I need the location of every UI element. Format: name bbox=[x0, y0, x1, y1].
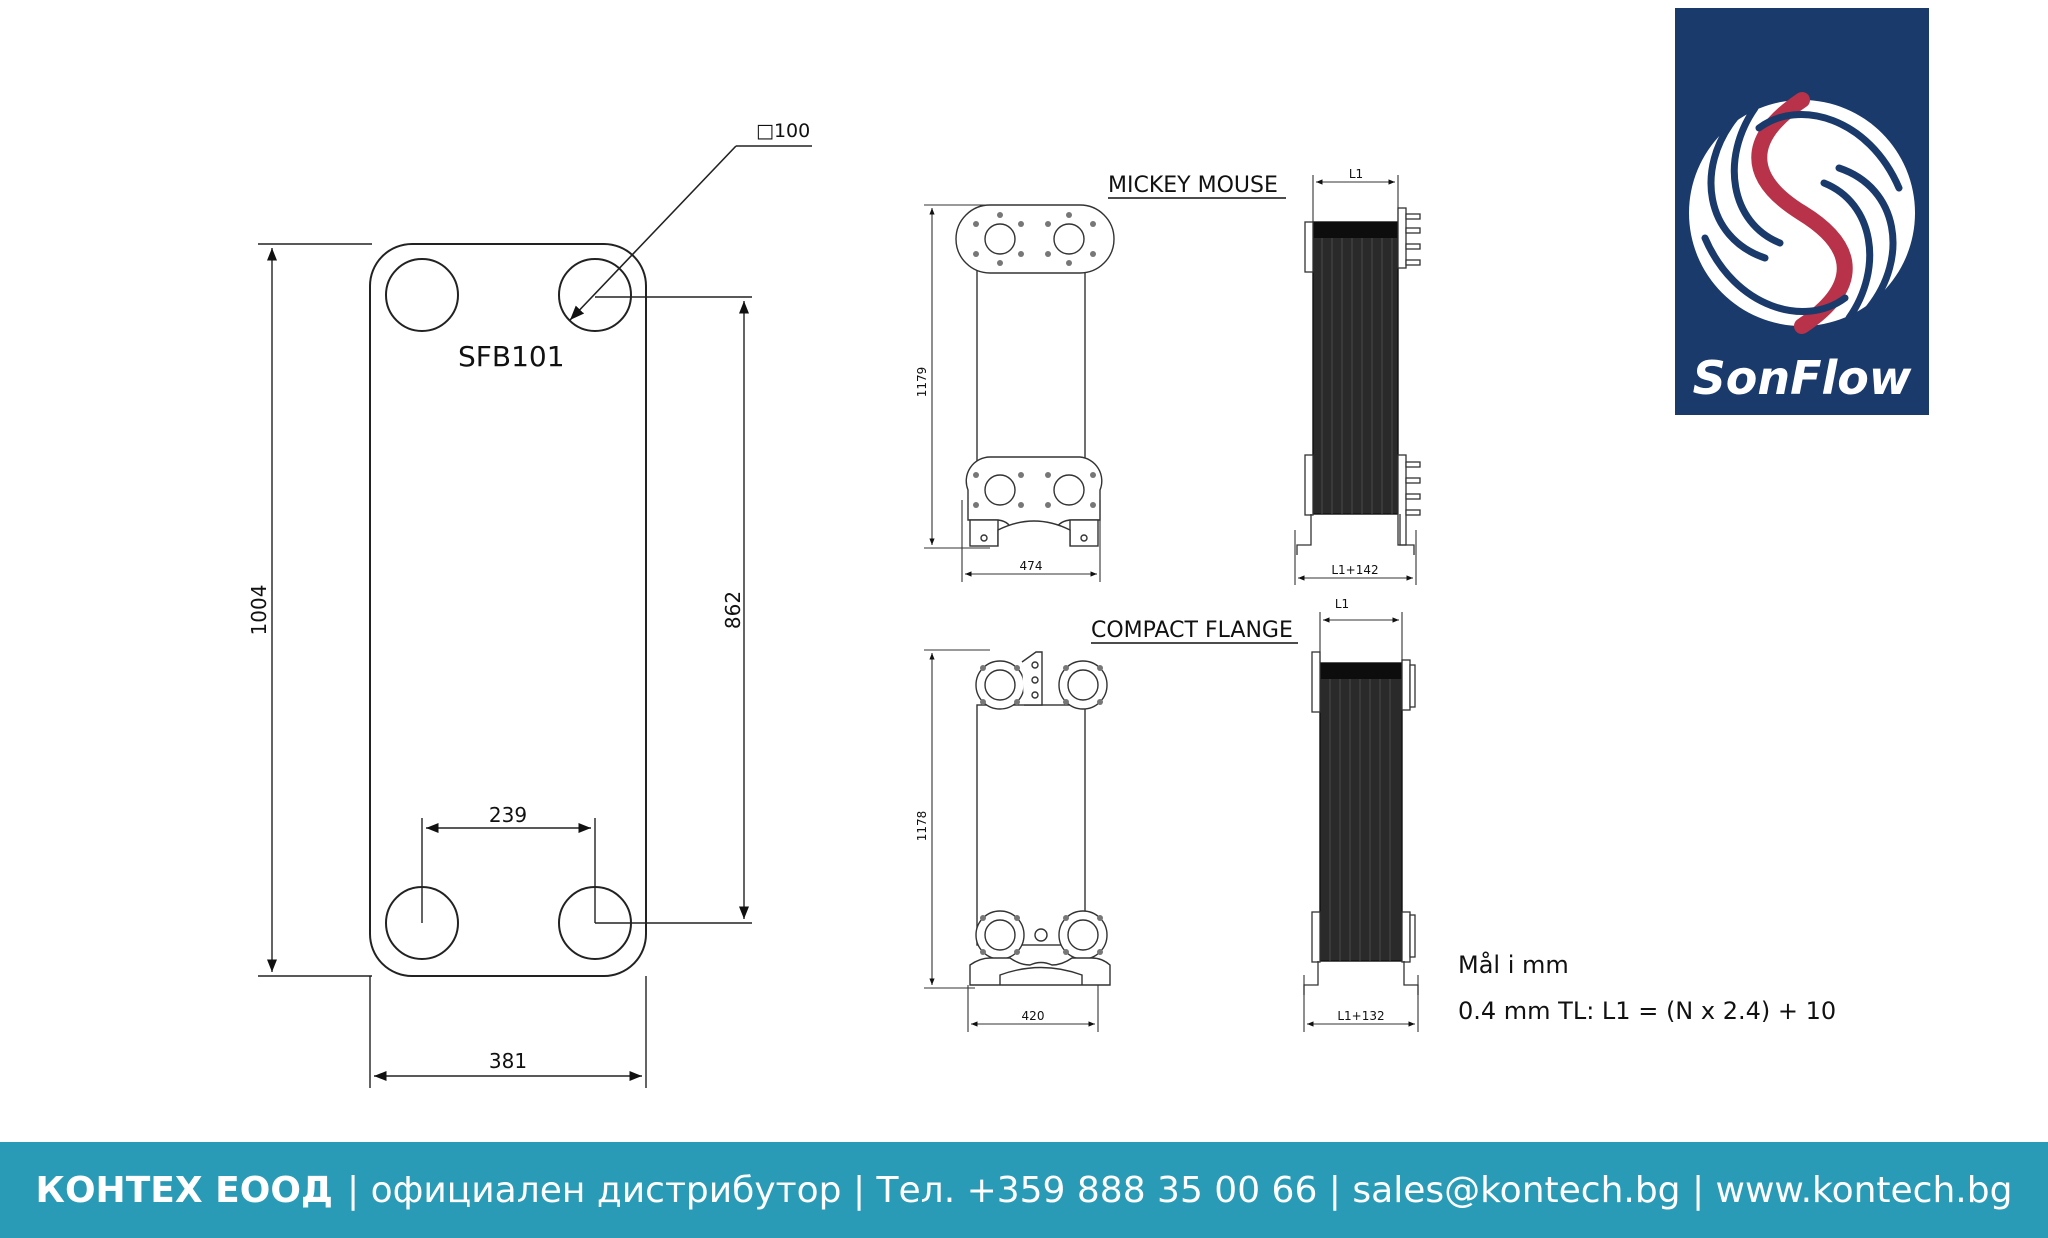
dim-port-horizontal bbox=[421, 818, 596, 923]
mickey-side-view bbox=[1296, 207, 1421, 555]
dim-plate-height bbox=[258, 243, 372, 977]
dim-plate-width bbox=[369, 976, 647, 1088]
compact-width-value: 420 bbox=[1022, 1009, 1045, 1023]
dim-mickey-height bbox=[924, 204, 990, 549]
port-vertical-value: 862 bbox=[721, 591, 745, 629]
port-size-label: □100 bbox=[756, 120, 810, 142]
dim-mickey-width bbox=[961, 500, 1101, 582]
dim-mickey-l1 bbox=[1312, 175, 1399, 222]
mickey-depth-label: L1+142 bbox=[1331, 563, 1378, 577]
mickey-l1-label: L1 bbox=[1349, 167, 1363, 181]
compact-height-value: 1178 bbox=[915, 811, 929, 842]
mickey-width-value: 474 bbox=[1020, 559, 1043, 573]
port-top-left bbox=[385, 258, 459, 332]
compact-depth-label: L1+132 bbox=[1337, 1009, 1384, 1023]
compact-l1-label: L1 bbox=[1335, 597, 1349, 611]
dim-mickey-depth bbox=[1294, 530, 1417, 585]
plate-outline bbox=[369, 243, 647, 977]
dim-compact-height bbox=[924, 649, 990, 989]
formula-note: 0.4 mm TL: L1 = (N x 2.4) + 10 bbox=[1458, 997, 1836, 1025]
footer-bar: КОНТЕХ ЕООД | официален дистрибутор | Те… bbox=[0, 1142, 2048, 1238]
plate-height-value: 1004 bbox=[247, 585, 271, 636]
plate-width-value: 381 bbox=[489, 1049, 527, 1073]
footer-company: КОНТЕХ ЕООД bbox=[35, 1169, 333, 1211]
units-note: Mål i mm bbox=[1458, 950, 1569, 979]
plate-model-label: SFB101 bbox=[458, 340, 565, 373]
port-horizontal-value: 239 bbox=[489, 803, 527, 827]
port-top-right bbox=[558, 258, 632, 332]
mickey-front-view bbox=[955, 204, 1115, 547]
dim-compact-l1 bbox=[1319, 612, 1403, 663]
dim-compact-width bbox=[967, 985, 1099, 1032]
compact-bolts bbox=[980, 665, 1103, 955]
mickey-mouse-title: MICKEY MOUSE bbox=[1108, 173, 1278, 198]
swirl-logo-icon bbox=[1689, 92, 1915, 334]
dim-compact-depth bbox=[1303, 975, 1419, 1032]
logo-wordmark: SonFlow bbox=[1692, 351, 1912, 405]
compact-side-view bbox=[1303, 651, 1419, 995]
compact-flange-title: COMPACT FLANGE bbox=[1091, 618, 1293, 643]
dim-port-vertical bbox=[595, 296, 752, 924]
mickey-height-value: 1179 bbox=[915, 367, 929, 398]
port-size-leader bbox=[569, 145, 812, 321]
footer-tagline: | официален дистрибутор | Тел. +359 888 … bbox=[347, 1169, 2013, 1211]
compact-front-view bbox=[969, 651, 1111, 986]
sonflow-logo: SonFlow bbox=[1675, 8, 1929, 415]
